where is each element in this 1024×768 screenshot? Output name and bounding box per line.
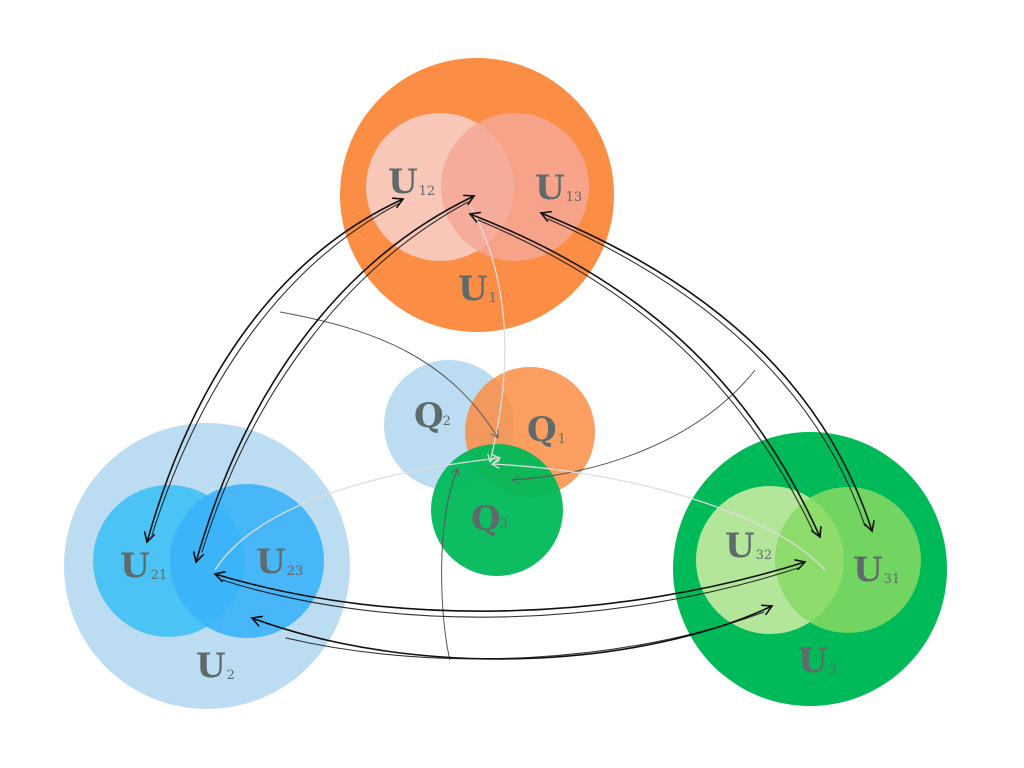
u13-label: U13	[535, 168, 582, 208]
cluster-u2: U21 U23 U2	[64, 423, 350, 709]
u13-circle	[441, 113, 589, 261]
arrow-u13-u23-stroke	[201, 201, 469, 553]
u31-circle	[775, 487, 921, 633]
arrow-u13-u31	[539, 210, 875, 533]
u23-circle	[170, 484, 324, 638]
cluster-arrows	[143, 194, 875, 660]
u3-label: U3	[798, 641, 837, 681]
center-q-cluster: Q2 Q1 Q3	[384, 360, 595, 576]
arrow-u2-u3-lower-stroke	[285, 611, 765, 660]
cluster-u1: U12 U13 U1	[340, 58, 614, 332]
u2-label: U2	[196, 646, 235, 686]
u31-label: U31	[853, 550, 900, 590]
arrow-u13-u23	[192, 194, 476, 564]
arrow-u13-u31-stroke	[547, 218, 866, 527]
cluster-u3: U32 U31 U3	[673, 432, 947, 706]
u21-label: U21	[120, 546, 167, 586]
